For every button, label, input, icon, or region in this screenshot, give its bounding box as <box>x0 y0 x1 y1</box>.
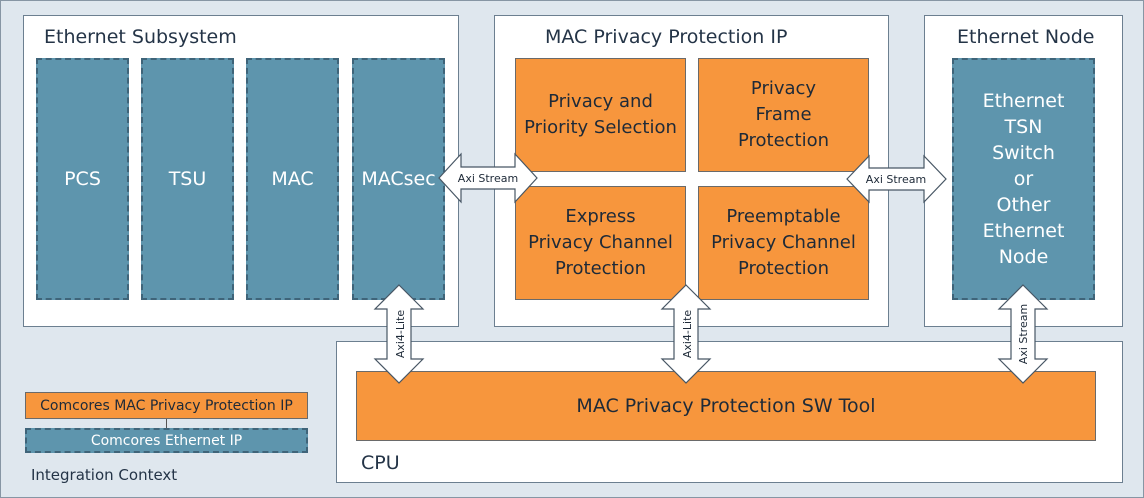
privacy-frame-protection-block: Privacy Frame Protection <box>698 58 869 172</box>
tsu-block: TSU <box>141 58 234 300</box>
axi-stream-vertical-label: Axi Stream <box>1017 304 1030 364</box>
ethernet-subsystem-panel: Ethernet Subsystem PCS TSU MAC MACsec <box>23 15 459 327</box>
preemptable-privacy-channel-block: Preemptable Privacy Channel Protection <box>698 186 869 300</box>
legend-comcores-ethernet-ip: Comcores Ethernet IP <box>25 428 308 453</box>
axi-stream-vertical-arrow <box>997 284 1049 384</box>
sw-tool-block: MAC Privacy Protection SW Tool <box>356 371 1096 441</box>
macsec-block: MACsec <box>352 58 445 300</box>
legend-caption: Integration Context <box>31 466 178 484</box>
axi-stream-right-arrow <box>846 154 947 204</box>
axi-stream-right-label: Axi Stream <box>866 173 926 186</box>
legend-connector <box>166 419 167 428</box>
mac-privacy-ip-panel: MAC Privacy Protection IP Privacy and Pr… <box>494 15 889 327</box>
pcs-block: PCS <box>36 58 129 300</box>
ethernet-subsystem-title: Ethernet Subsystem <box>44 26 237 48</box>
mac-block: MAC <box>246 58 339 300</box>
express-privacy-channel-block: Express Privacy Channel Protection <box>515 186 686 300</box>
axi-stream-left-label: Axi Stream <box>458 172 518 185</box>
ethernet-tsn-switch-block: Ethernet TSN Switch or Other Ethernet No… <box>952 58 1095 300</box>
ethernet-node-title: Ethernet Node <box>957 26 1095 48</box>
axi4-lite-mid-arrow <box>660 284 712 384</box>
axi-stream-left-arrow <box>438 152 538 204</box>
legend-comcores-mac-privacy-ip: Comcores MAC Privacy Protection IP <box>25 392 308 419</box>
mac-privacy-ip-title: MAC Privacy Protection IP <box>545 26 788 48</box>
axi4-lite-left-label: Axi4-Lite <box>394 310 407 359</box>
cpu-panel: MAC Privacy Protection SW Tool CPU <box>336 341 1123 483</box>
privacy-priority-selection-block: Privacy and Priority Selection <box>515 58 686 172</box>
ethernet-node-panel: Ethernet Node Ethernet TSN Switch or Oth… <box>924 15 1123 327</box>
axi4-lite-left-arrow <box>373 284 425 384</box>
cpu-label: CPU <box>361 452 400 474</box>
axi4-lite-mid-label: Axi4-Lite <box>681 310 694 359</box>
